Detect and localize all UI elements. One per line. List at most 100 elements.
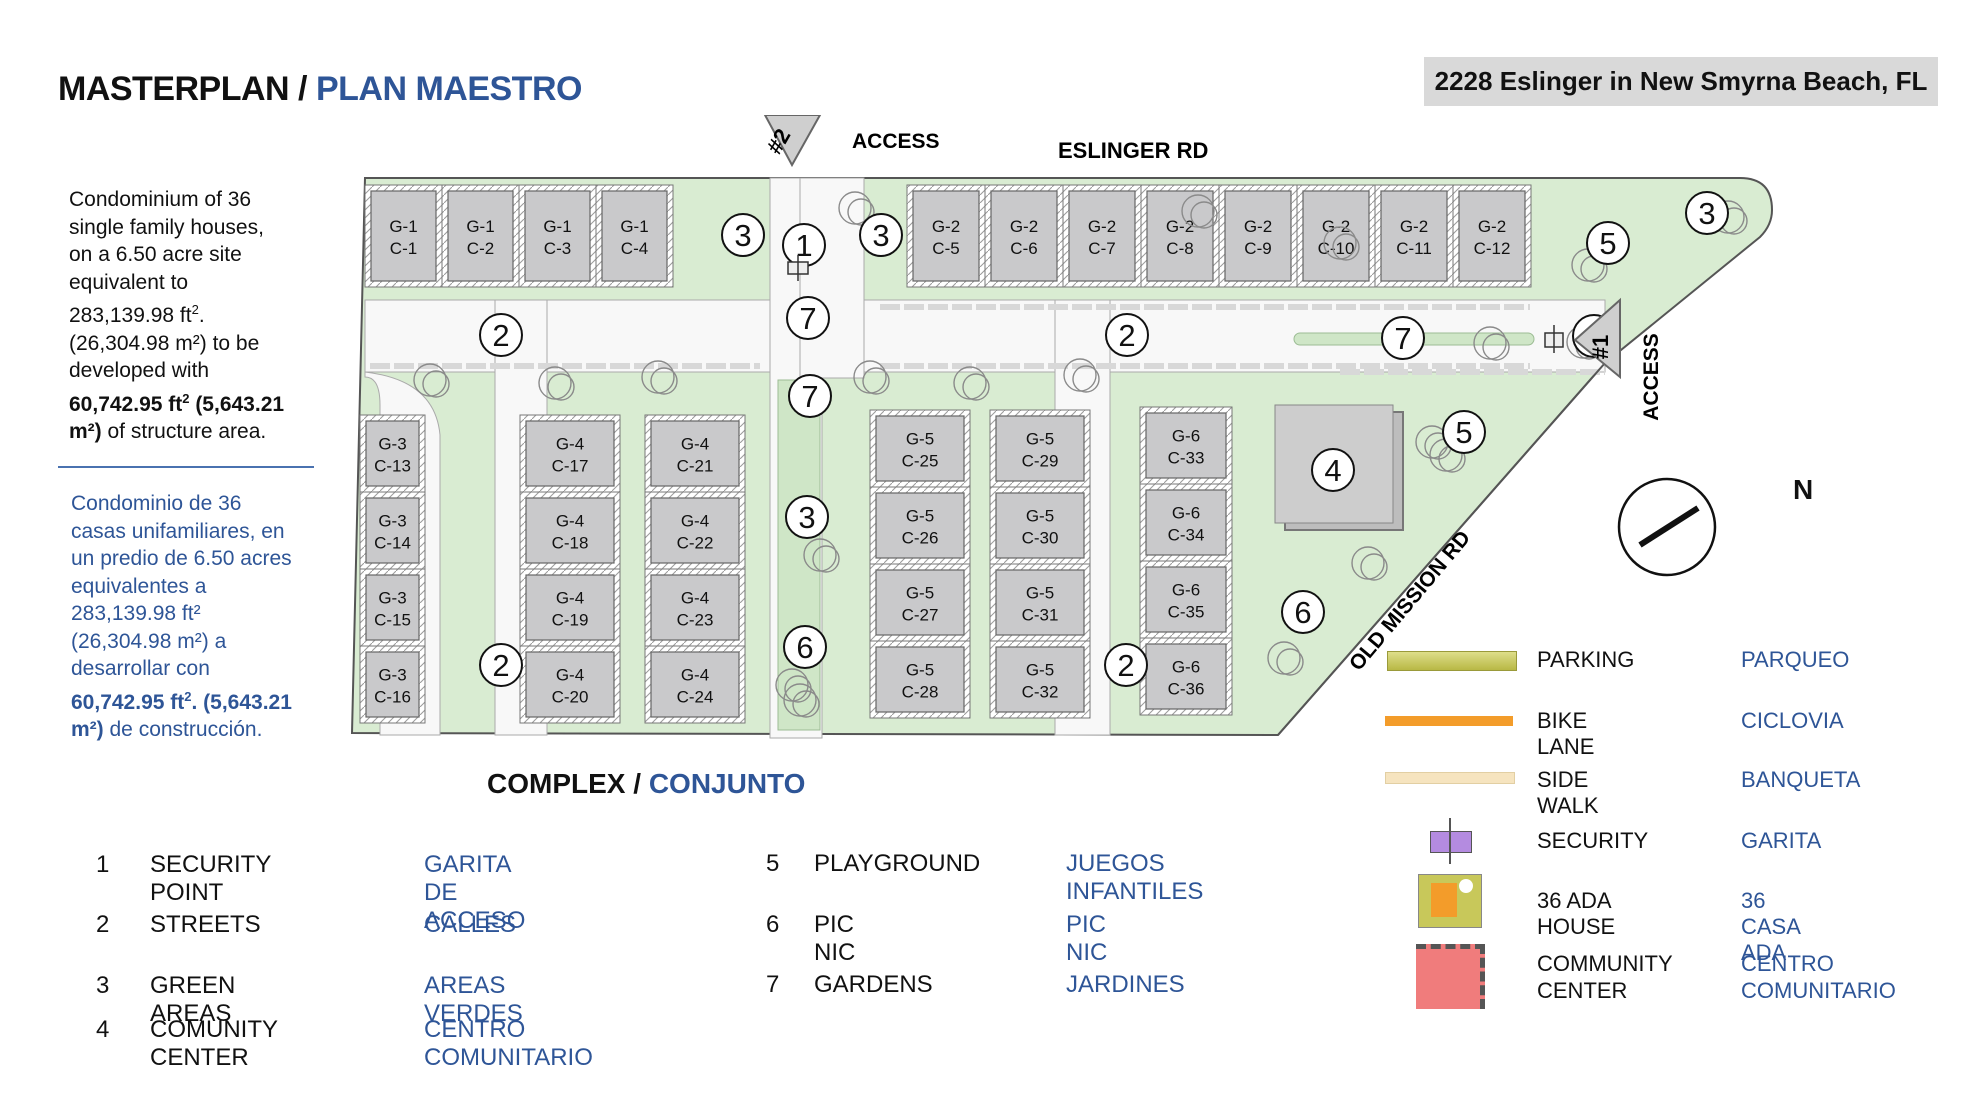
tree-icon [853, 360, 890, 395]
lot-label: G-2 [1244, 217, 1272, 236]
tree-icon [953, 366, 990, 401]
site-marker: 5 [1586, 221, 1630, 265]
lot-label: G-4 [681, 512, 709, 531]
legend-label-en: PIC NIC [814, 911, 856, 966]
north-arrow-icon [1617, 477, 1717, 577]
site-marker: 6 [1281, 590, 1325, 634]
tree-icon [538, 366, 575, 401]
lot-c-18: G-4C-18 [519, 491, 621, 570]
marker-number: 6 [1294, 595, 1311, 630]
access-1-number: #1 [1588, 335, 1613, 359]
tree-icon [641, 360, 678, 395]
lot-c-19: G-4C-19 [519, 568, 621, 647]
lot-c-22: G-4C-22 [644, 491, 746, 570]
site-marker: 7 [1381, 316, 1425, 360]
lot-c-36: G-6C-36 [1139, 637, 1233, 716]
bike-lane-swatch [1385, 716, 1513, 726]
lot-label: G-5 [906, 661, 934, 680]
lots-layer: G-1C-1G-1C-2G-1C-3G-1C-4G-2C-5G-2C-6G-2C… [359, 184, 1532, 724]
marker-number: 3 [734, 218, 751, 253]
lot-c-29: G-5C-29 [989, 409, 1091, 488]
lot-label: C-29 [1022, 452, 1059, 471]
community-center-swatch [1416, 944, 1485, 1009]
lot-label: C-10 [1318, 239, 1355, 258]
lot-label: G-6 [1172, 581, 1200, 600]
lot-label: G-5 [1026, 430, 1054, 449]
lot-label: C-23 [677, 611, 714, 630]
marker-number: 5 [1599, 226, 1616, 261]
description-es: Condominio de 36 casas unifamiliares, en… [71, 492, 292, 741]
site-marker: 2 [479, 313, 523, 357]
lot-label: G-1 [620, 217, 648, 236]
lot-label: C-25 [902, 452, 939, 471]
lot-label: C-14 [374, 534, 411, 553]
legend-bike-en: BIKE LANE [1537, 708, 1595, 759]
tree-icon [1181, 194, 1218, 229]
legend-label-es: JARDINES [1066, 971, 1185, 998]
lot-label: G-5 [1026, 661, 1054, 680]
marker-number: 7 [799, 301, 816, 336]
lot-label: G-6 [1172, 504, 1200, 523]
lot-c-26: G-5C-26 [869, 486, 971, 565]
sidewalk-swatch [1385, 772, 1515, 784]
lot-label: G-2 [1010, 217, 1038, 236]
marker-number: 7 [801, 379, 818, 414]
tree-icon [1267, 641, 1304, 676]
security-swatch [1430, 831, 1472, 853]
legend-label-es: CENTRO COMUNITARIO [424, 1016, 593, 1071]
tree-icon [803, 538, 840, 573]
lot-c-32: G-5C-32 [989, 640, 1091, 719]
lot-label: C-11 [1396, 239, 1432, 258]
legend-ada-es: 36 CASA ADA [1741, 888, 1800, 965]
lot-label: C-28 [902, 683, 939, 702]
lot-c-14: G-3C-14 [359, 491, 426, 570]
lot-label: C-35 [1168, 603, 1205, 622]
lot-c-27: G-5C-27 [869, 563, 971, 642]
lot-label: G-4 [681, 666, 709, 685]
marker-number: 1 [795, 228, 812, 263]
tree-icon [1473, 326, 1510, 361]
lot-label: C-13 [374, 457, 411, 476]
site-marker: 3 [1685, 191, 1729, 235]
lot-label: G-5 [906, 584, 934, 603]
legend-security-en: SECURITY [1537, 828, 1649, 853]
divider [58, 466, 314, 468]
legend-label-en: GREEN AREAS [150, 972, 236, 1027]
site-marker: 2 [479, 643, 523, 687]
lot-c-34: G-6C-34 [1139, 483, 1233, 562]
lot-label: C-16 [374, 688, 411, 707]
tree-icon [1063, 358, 1100, 393]
lot-c-9: G-2C-9 [1218, 184, 1298, 288]
site-marker: 2 [1104, 643, 1148, 687]
legend-bike-es: CICLOVIA [1741, 708, 1844, 733]
site-marker: 5 [1442, 410, 1486, 454]
site-marker: 1 [782, 223, 826, 267]
eslinger-road-label: ESLINGER RD [1058, 138, 1208, 163]
lot-label: C-17 [552, 457, 589, 476]
marker-number: 5 [1455, 415, 1472, 450]
parking-strips [370, 304, 1605, 375]
lot-label: G-2 [1088, 217, 1116, 236]
marker-number: 3 [1698, 196, 1715, 231]
lot-c-6: G-2C-6 [984, 184, 1064, 288]
lot-c-2: G-1C-2 [441, 184, 520, 288]
lot-label: G-3 [378, 435, 406, 454]
legend-number: 3 [96, 972, 110, 999]
lot-label: G-5 [1026, 507, 1054, 526]
lot-label: C-1 [390, 239, 417, 258]
legend-ada-en: 36 ADA HOUSE [1537, 888, 1616, 939]
legend-parking-es: PARQUEO [1741, 647, 1850, 672]
lot-label: C-31 [1022, 606, 1059, 625]
lot-label: C-20 [552, 688, 589, 707]
lot-label: C-7 [1088, 239, 1115, 258]
lot-label: C-15 [374, 611, 411, 630]
marker-number: 2 [492, 648, 509, 683]
lot-c-11: G-2C-11 [1374, 184, 1454, 288]
description-en: Condominium of 36 single family houses, … [69, 188, 285, 443]
lot-label: G-2 [1322, 217, 1350, 236]
tree-icon [1351, 546, 1388, 581]
lot-label: G-4 [681, 589, 709, 608]
access-1-label: ACCESS [1640, 333, 1663, 421]
lot-label: G-4 [556, 666, 584, 685]
